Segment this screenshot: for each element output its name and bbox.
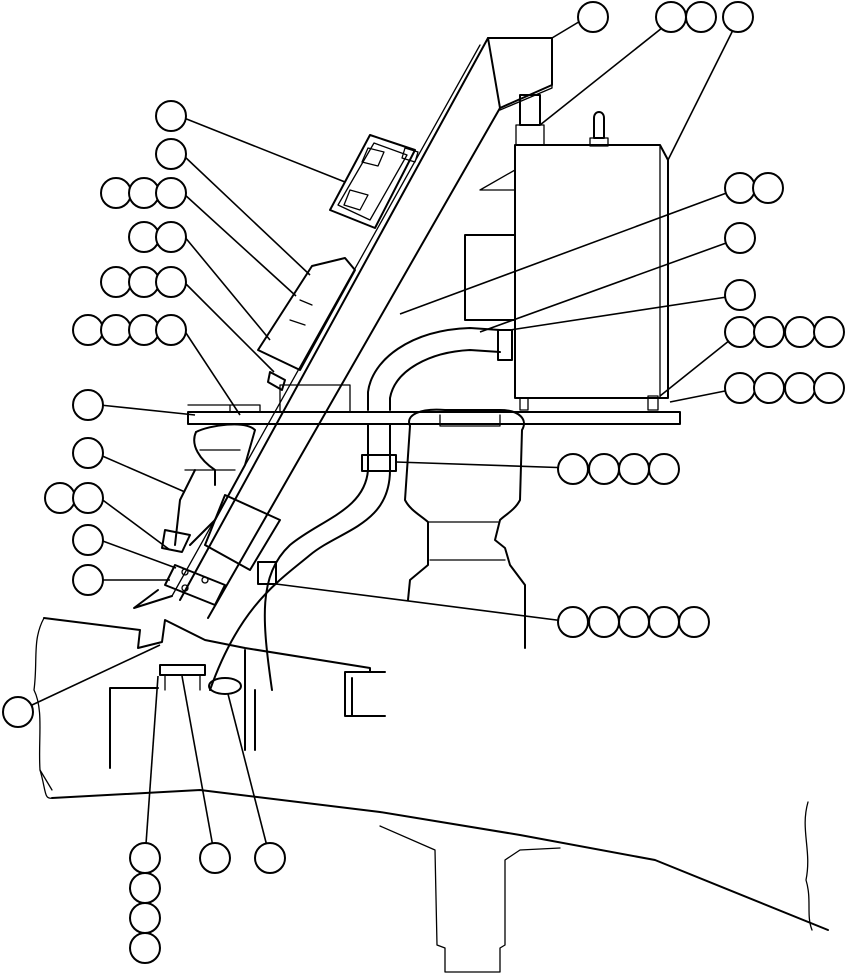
callout-right-pair bbox=[724, 172, 784, 204]
callout-filter-box bbox=[155, 100, 187, 132]
callout-right-single-2 bbox=[724, 279, 756, 311]
bracket-plate bbox=[257, 257, 356, 391]
callout-right-quad-2 bbox=[724, 372, 845, 404]
callout-left-triple-1 bbox=[100, 177, 187, 209]
callout-right-quad-1 bbox=[724, 316, 845, 348]
callout-flange-pair bbox=[44, 482, 104, 514]
deck-plate bbox=[187, 384, 681, 425]
callout-lower-pipe bbox=[72, 437, 104, 469]
callout-top-single bbox=[577, 1, 609, 33]
callout-elbow-five bbox=[557, 606, 710, 638]
tank-body bbox=[404, 408, 526, 649]
callout-right-single-1 bbox=[724, 222, 756, 254]
flange-stub bbox=[159, 664, 206, 691]
callout-flange-single-1 bbox=[72, 524, 104, 556]
callout-bottom-stack bbox=[129, 842, 161, 964]
leader-lines bbox=[31, 19, 741, 859]
callout-top-pair-triple bbox=[655, 1, 754, 33]
callout-flange-single-2 bbox=[72, 564, 104, 596]
lower-body bbox=[161, 423, 281, 606]
callout-bottom-single-1 bbox=[199, 842, 231, 874]
callout-left-quad bbox=[72, 314, 187, 346]
frame-outline bbox=[33, 617, 829, 973]
callout-left-triple-2 bbox=[100, 266, 187, 298]
callout-clamp-quad bbox=[557, 453, 680, 485]
callout-cover-left bbox=[2, 696, 34, 728]
callout-deck-plate bbox=[72, 389, 104, 421]
filter-box bbox=[329, 134, 419, 229]
callout-left-pair bbox=[128, 221, 187, 253]
callout-bottom-single-2 bbox=[254, 842, 286, 874]
outlet-hose bbox=[208, 327, 513, 695]
callout-bracket-upper bbox=[155, 138, 187, 170]
